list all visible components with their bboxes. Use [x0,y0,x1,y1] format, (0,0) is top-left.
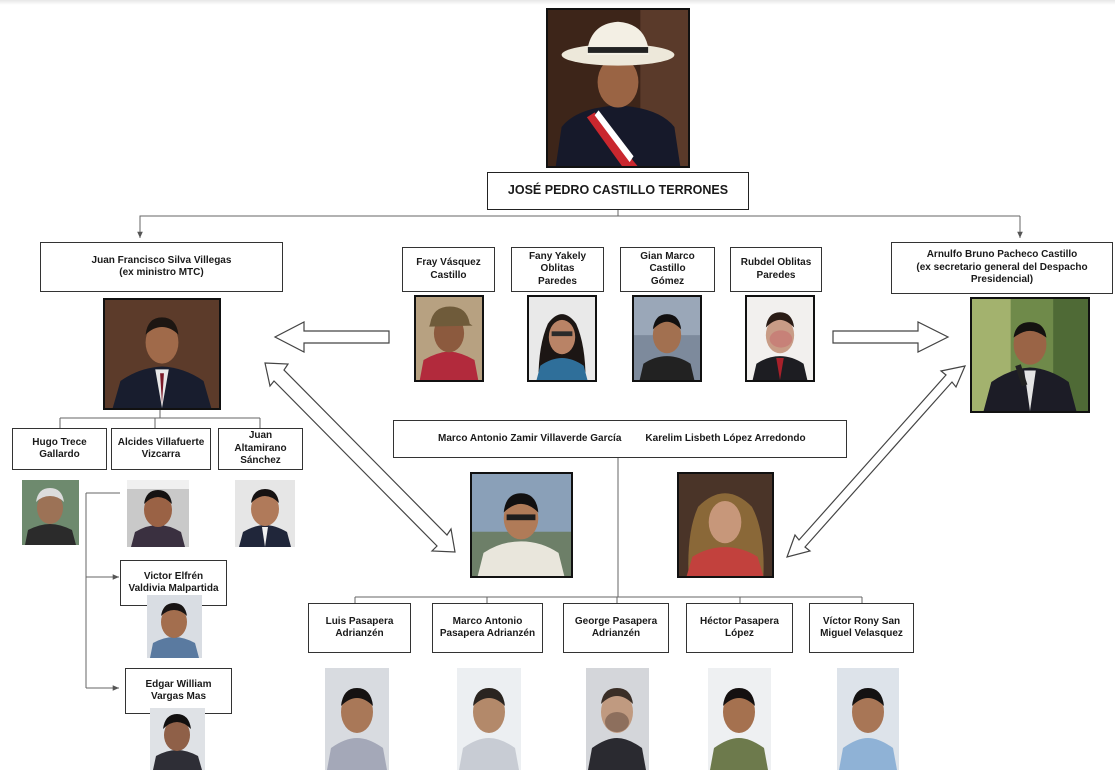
silva-team-name-1: Hugo Trece Gallardo [32,436,87,461]
pasapera-box-3: George Pasapera Adrianzén [563,603,669,653]
silva-team-name-3: Juan Altamirano Sánchez [234,430,287,467]
top-edge-shadow [0,0,1115,5]
pacheco-lopez-double-arrow [786,365,967,558]
villafuerte-team-photo-2 [150,708,205,770]
family-box-2: Fany Yakely Oblitas Paredes [511,247,604,292]
silva-team-photo-2 [127,480,189,547]
silva-team-photo-1 [22,480,79,545]
president-to-silva-line [137,215,1020,238]
partners-name-box: Marco Antonio Zamir Villaverde García Ka… [393,420,847,458]
president-name: JOSÉ PEDRO CASTILLO TERRONES [507,183,729,198]
silva-team-name-2: Alcides Villafuerte Vizcarra [117,436,205,461]
pasapera-box-5: Víctor Rony San Miguel Velasquez [809,603,914,653]
pasapera-box-4: Héctor Pasapera López [686,603,793,653]
silva-team-photo-3 [235,480,295,547]
pasapera-photo-1 [325,668,389,770]
silva-name-box: Juan Francisco Silva Villegas (ex minist… [40,242,283,292]
silva-photo [103,298,221,410]
family-name-3: Gian Marco Castillo Gómez [640,250,695,287]
castillo-photo [546,8,690,168]
villafuerte-team-name-2: Edgar William Vargas Mas [145,678,212,703]
lopez-name: Karelim Lisbeth López Arredondo [645,432,806,444]
family-name-1: Fray Vásquez Castillo [416,257,481,281]
pasapera-photo-3 [586,668,649,770]
villafuerte-team-name-1: Victor Elfrén Valdivia Malpartida [128,570,219,595]
villafuerte-team-photo-1 [147,595,202,658]
pacheco-photo [970,297,1090,413]
family-photo-1 [414,295,484,382]
pasapera-box-1: Luis Pasapera Adrianzén [308,603,411,653]
pasapera-box-2: Marco Antonio Pasapera Adrianzén [432,603,543,653]
family-box-4: Rubdel Oblitas Paredes [730,247,822,292]
family-to-silva-block-arrow [273,321,390,353]
villaverde-name: Marco Antonio Zamir Villaverde García [438,432,622,444]
pasapera-name-2: Marco Antonio Pasapera Adrianzén [439,615,536,640]
family-box-3: Gian Marco Castillo Gómez [620,247,715,292]
silva-name: Juan Francisco Silva Villegas (ex minist… [91,254,232,279]
villafuerte-team-box-2: Edgar William Vargas Mas [125,668,232,714]
family-name-4: Rubdel Oblitas Paredes [740,257,812,281]
family-photo-3 [632,295,702,382]
silva-team-box-3: Juan Altamirano Sánchez [218,428,303,470]
family-name-2: Fany Yakely Oblitas Paredes [528,250,587,287]
family-photo-4 [745,295,815,382]
family-box-1: Fray Vásquez Castillo [402,247,495,292]
villaverde-photo [470,472,573,578]
pasapera-name-4: Héctor Pasapera López [700,615,779,640]
pasapera-name-5: Víctor Rony San Miguel Velasquez [820,615,903,640]
family-photo-2 [527,295,597,382]
pasapera-name-3: George Pasapera Adrianzén [574,615,658,640]
silva-pasapera-double-arrow [264,362,456,553]
pacheco-name-box: Arnulfo Bruno Pacheco Castillo (ex secre… [891,242,1113,294]
pasapera-photo-4 [708,668,771,770]
pacheco-name: Arnulfo Bruno Pacheco Castillo (ex secre… [916,249,1088,286]
president-name-box: JOSÉ PEDRO CASTILLO TERRONES [487,172,749,210]
family-to-pacheco-block-arrow [832,321,950,353]
pasapera-photo-5 [837,668,899,770]
pasapera-photo-2 [457,668,521,770]
silva-team-box-2: Alcides Villafuerte Vizcarra [111,428,211,470]
lopez-photo [677,472,774,578]
pasapera-name-1: Luis Pasapera Adrianzén [325,615,394,640]
silva-team-box-1: Hugo Trece Gallardo [12,428,107,470]
